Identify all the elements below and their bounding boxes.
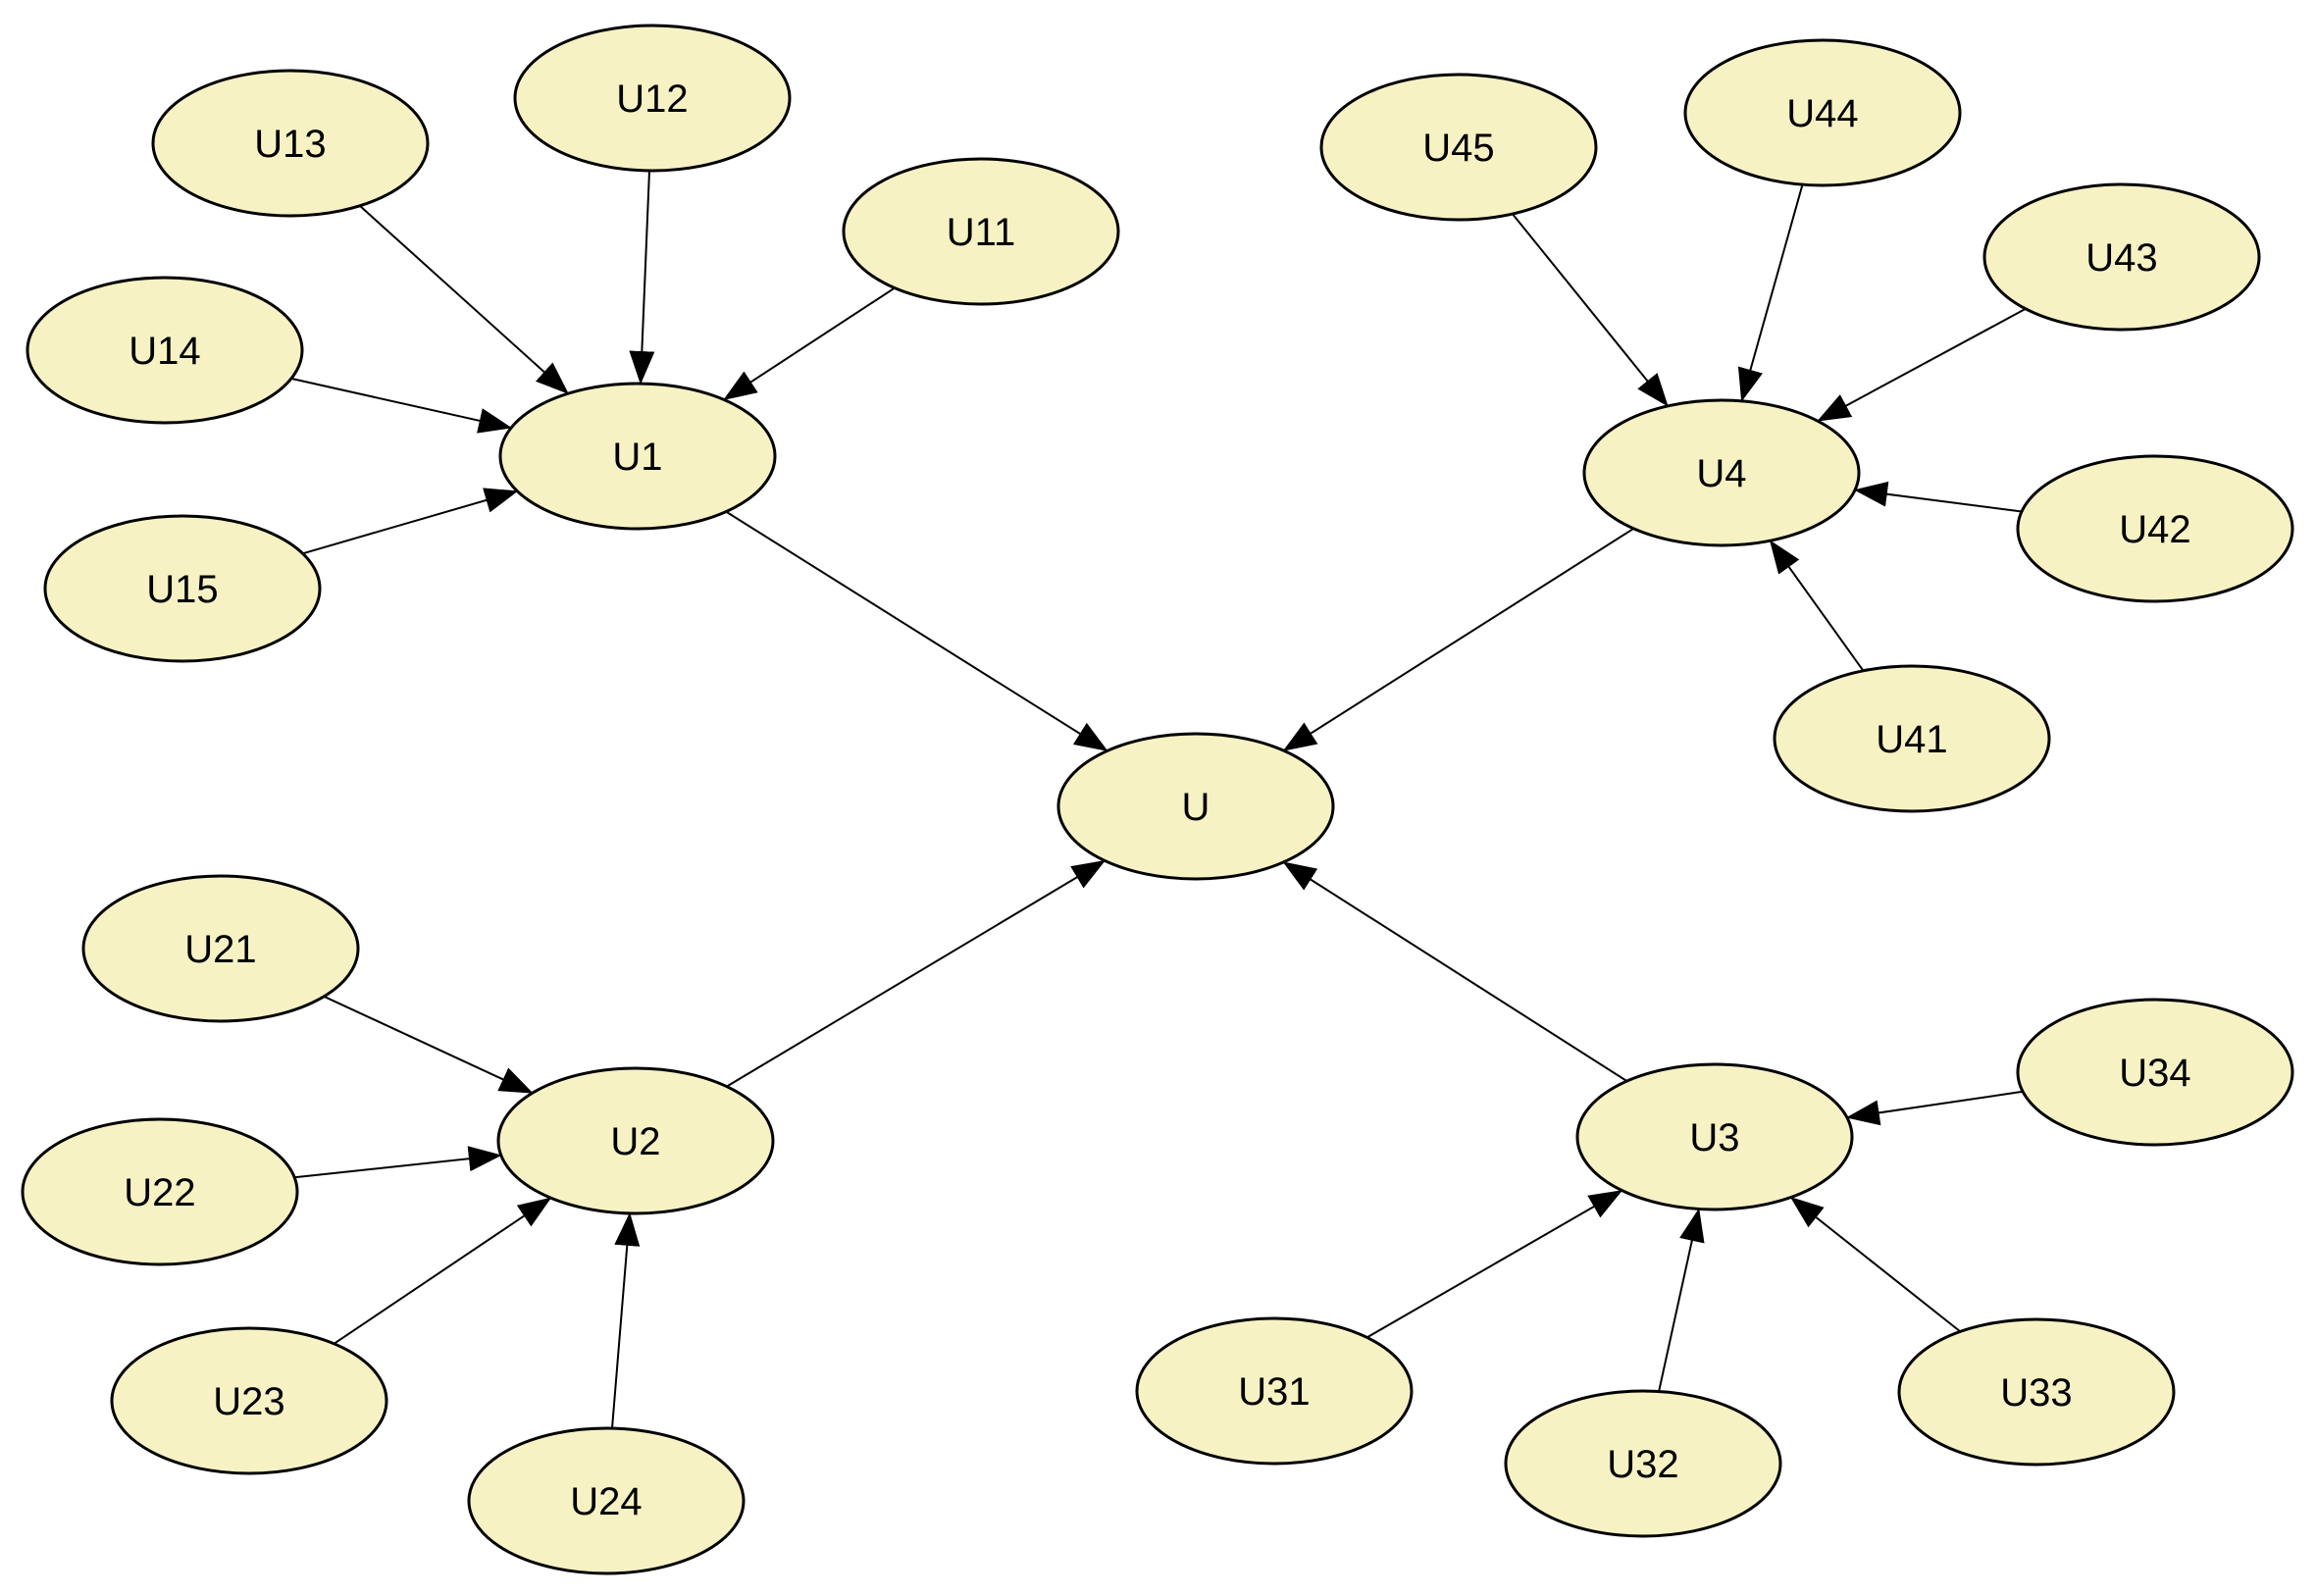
- node-U31[interactable]: U31: [1135, 1316, 1414, 1466]
- node-ellipse-U44[interactable]: [1683, 38, 1962, 187]
- node-U44[interactable]: U44: [1683, 38, 1962, 187]
- node-ellipse-U[interactable]: [1056, 732, 1335, 881]
- edge-U44-to-U4: [1737, 183, 1804, 402]
- node-ellipse-U1[interactable]: [498, 382, 777, 531]
- node-label-U: U: [1182, 786, 1210, 829]
- edge-U2-to-U: [726, 859, 1107, 1088]
- node-U11[interactable]: U11: [842, 157, 1120, 306]
- edge-U15-to-U1: [302, 488, 519, 555]
- node-label-U45: U45: [1422, 127, 1494, 170]
- node-ellipse-U43[interactable]: [1982, 182, 2261, 332]
- node-U34[interactable]: U34: [2016, 998, 2294, 1147]
- edge-U43-to-U4: [1817, 307, 2027, 423]
- node-ellipse-U13[interactable]: [151, 69, 430, 218]
- node-ellipse-U32[interactable]: [1504, 1389, 1782, 1538]
- node-ellipse-U21[interactable]: [81, 874, 360, 1023]
- node-U22[interactable]: U22: [21, 1117, 299, 1266]
- node-label-U4: U4: [1696, 452, 1746, 495]
- node-ellipse-U23[interactable]: [110, 1326, 388, 1475]
- edge-U31-to-U3: [1366, 1189, 1623, 1339]
- node-U[interactable]: U: [1056, 732, 1335, 881]
- edge-U4-to-U: [1282, 527, 1634, 752]
- edge-U14-to-U1: [290, 377, 513, 434]
- edge-U33-to-U3: [1789, 1196, 1961, 1333]
- edge-U45-to-U4: [1512, 213, 1669, 407]
- edge-U32-to-U3: [1658, 1208, 1705, 1392]
- node-label-U12: U12: [616, 77, 688, 121]
- node-ellipse-U33[interactable]: [1897, 1317, 2176, 1467]
- node-label-U14: U14: [129, 330, 200, 373]
- edge-U24-to-U2: [611, 1211, 641, 1429]
- node-U4[interactable]: U4: [1582, 398, 1861, 547]
- edge-U1-to-U: [725, 510, 1108, 752]
- node-U21[interactable]: U21: [81, 874, 360, 1023]
- node-U43[interactable]: U43: [1982, 182, 2261, 332]
- node-ellipse-U14[interactable]: [26, 276, 304, 425]
- node-label-U2: U2: [610, 1120, 660, 1163]
- node-U23[interactable]: U23: [110, 1326, 388, 1475]
- node-ellipse-U2[interactable]: [496, 1066, 775, 1215]
- node-U13[interactable]: U13: [151, 69, 430, 218]
- node-U1[interactable]: U1: [498, 382, 777, 531]
- node-U12[interactable]: U12: [513, 24, 792, 173]
- node-U45[interactable]: U45: [1319, 73, 1598, 222]
- edge-U13-to-U1: [359, 205, 569, 394]
- node-label-U44: U44: [1786, 92, 1858, 135]
- node-ellipse-U11[interactable]: [842, 157, 1120, 306]
- node-ellipse-U45[interactable]: [1319, 73, 1598, 222]
- node-ellipse-U24[interactable]: [467, 1426, 746, 1575]
- node-U14[interactable]: U14: [26, 276, 304, 425]
- edge-U23-to-U2: [333, 1197, 552, 1345]
- node-label-U21: U21: [184, 928, 256, 971]
- node-U33[interactable]: U33: [1897, 1317, 2176, 1467]
- node-label-U31: U31: [1238, 1370, 1310, 1414]
- node-ellipse-U3[interactable]: [1575, 1062, 1854, 1211]
- node-ellipse-U34[interactable]: [2016, 998, 2294, 1147]
- node-U24[interactable]: U24: [467, 1426, 746, 1575]
- node-label-U33: U33: [2000, 1371, 2072, 1415]
- node-ellipse-U15[interactable]: [43, 514, 322, 663]
- node-ellipse-U22[interactable]: [21, 1117, 299, 1266]
- node-U15[interactable]: U15: [43, 514, 322, 663]
- node-ellipse-U41[interactable]: [1773, 664, 2051, 813]
- edge-U22-to-U2: [294, 1146, 502, 1179]
- node-label-U32: U32: [1607, 1443, 1678, 1486]
- node-label-U23: U23: [213, 1380, 284, 1423]
- node-U32[interactable]: U32: [1504, 1389, 1782, 1538]
- edge-U41-to-U4: [1769, 540, 1865, 672]
- node-label-U34: U34: [2119, 1052, 2190, 1095]
- edge-U11-to-U1: [723, 286, 896, 401]
- edge-U42-to-U4: [1854, 481, 2023, 513]
- edge-U3-to-U: [1282, 861, 1628, 1082]
- node-U2[interactable]: U2: [496, 1066, 775, 1215]
- node-ellipse-U12[interactable]: [513, 24, 792, 173]
- node-U42[interactable]: U42: [2016, 454, 2294, 603]
- edge-U34-to-U3: [1845, 1090, 2024, 1126]
- node-ellipse-U4[interactable]: [1582, 398, 1861, 547]
- node-label-U13: U13: [254, 123, 326, 166]
- node-label-U24: U24: [570, 1480, 642, 1523]
- node-label-U11: U11: [947, 211, 1015, 254]
- node-label-U22: U22: [124, 1171, 195, 1214]
- node-ellipse-U42[interactable]: [2016, 454, 2294, 603]
- node-label-U3: U3: [1689, 1116, 1739, 1159]
- node-U41[interactable]: U41: [1773, 664, 2051, 813]
- node-label-U41: U41: [1876, 718, 1947, 761]
- node-label-U42: U42: [2119, 508, 2190, 551]
- edge-U21-to-U2: [323, 995, 534, 1095]
- node-ellipse-U31[interactable]: [1135, 1316, 1414, 1466]
- node-label-U15: U15: [146, 568, 218, 611]
- edge-U12-to-U1: [629, 170, 655, 385]
- node-U3[interactable]: U3: [1575, 1062, 1854, 1211]
- node-label-U1: U1: [612, 436, 662, 479]
- node-label-U43: U43: [2085, 236, 2157, 280]
